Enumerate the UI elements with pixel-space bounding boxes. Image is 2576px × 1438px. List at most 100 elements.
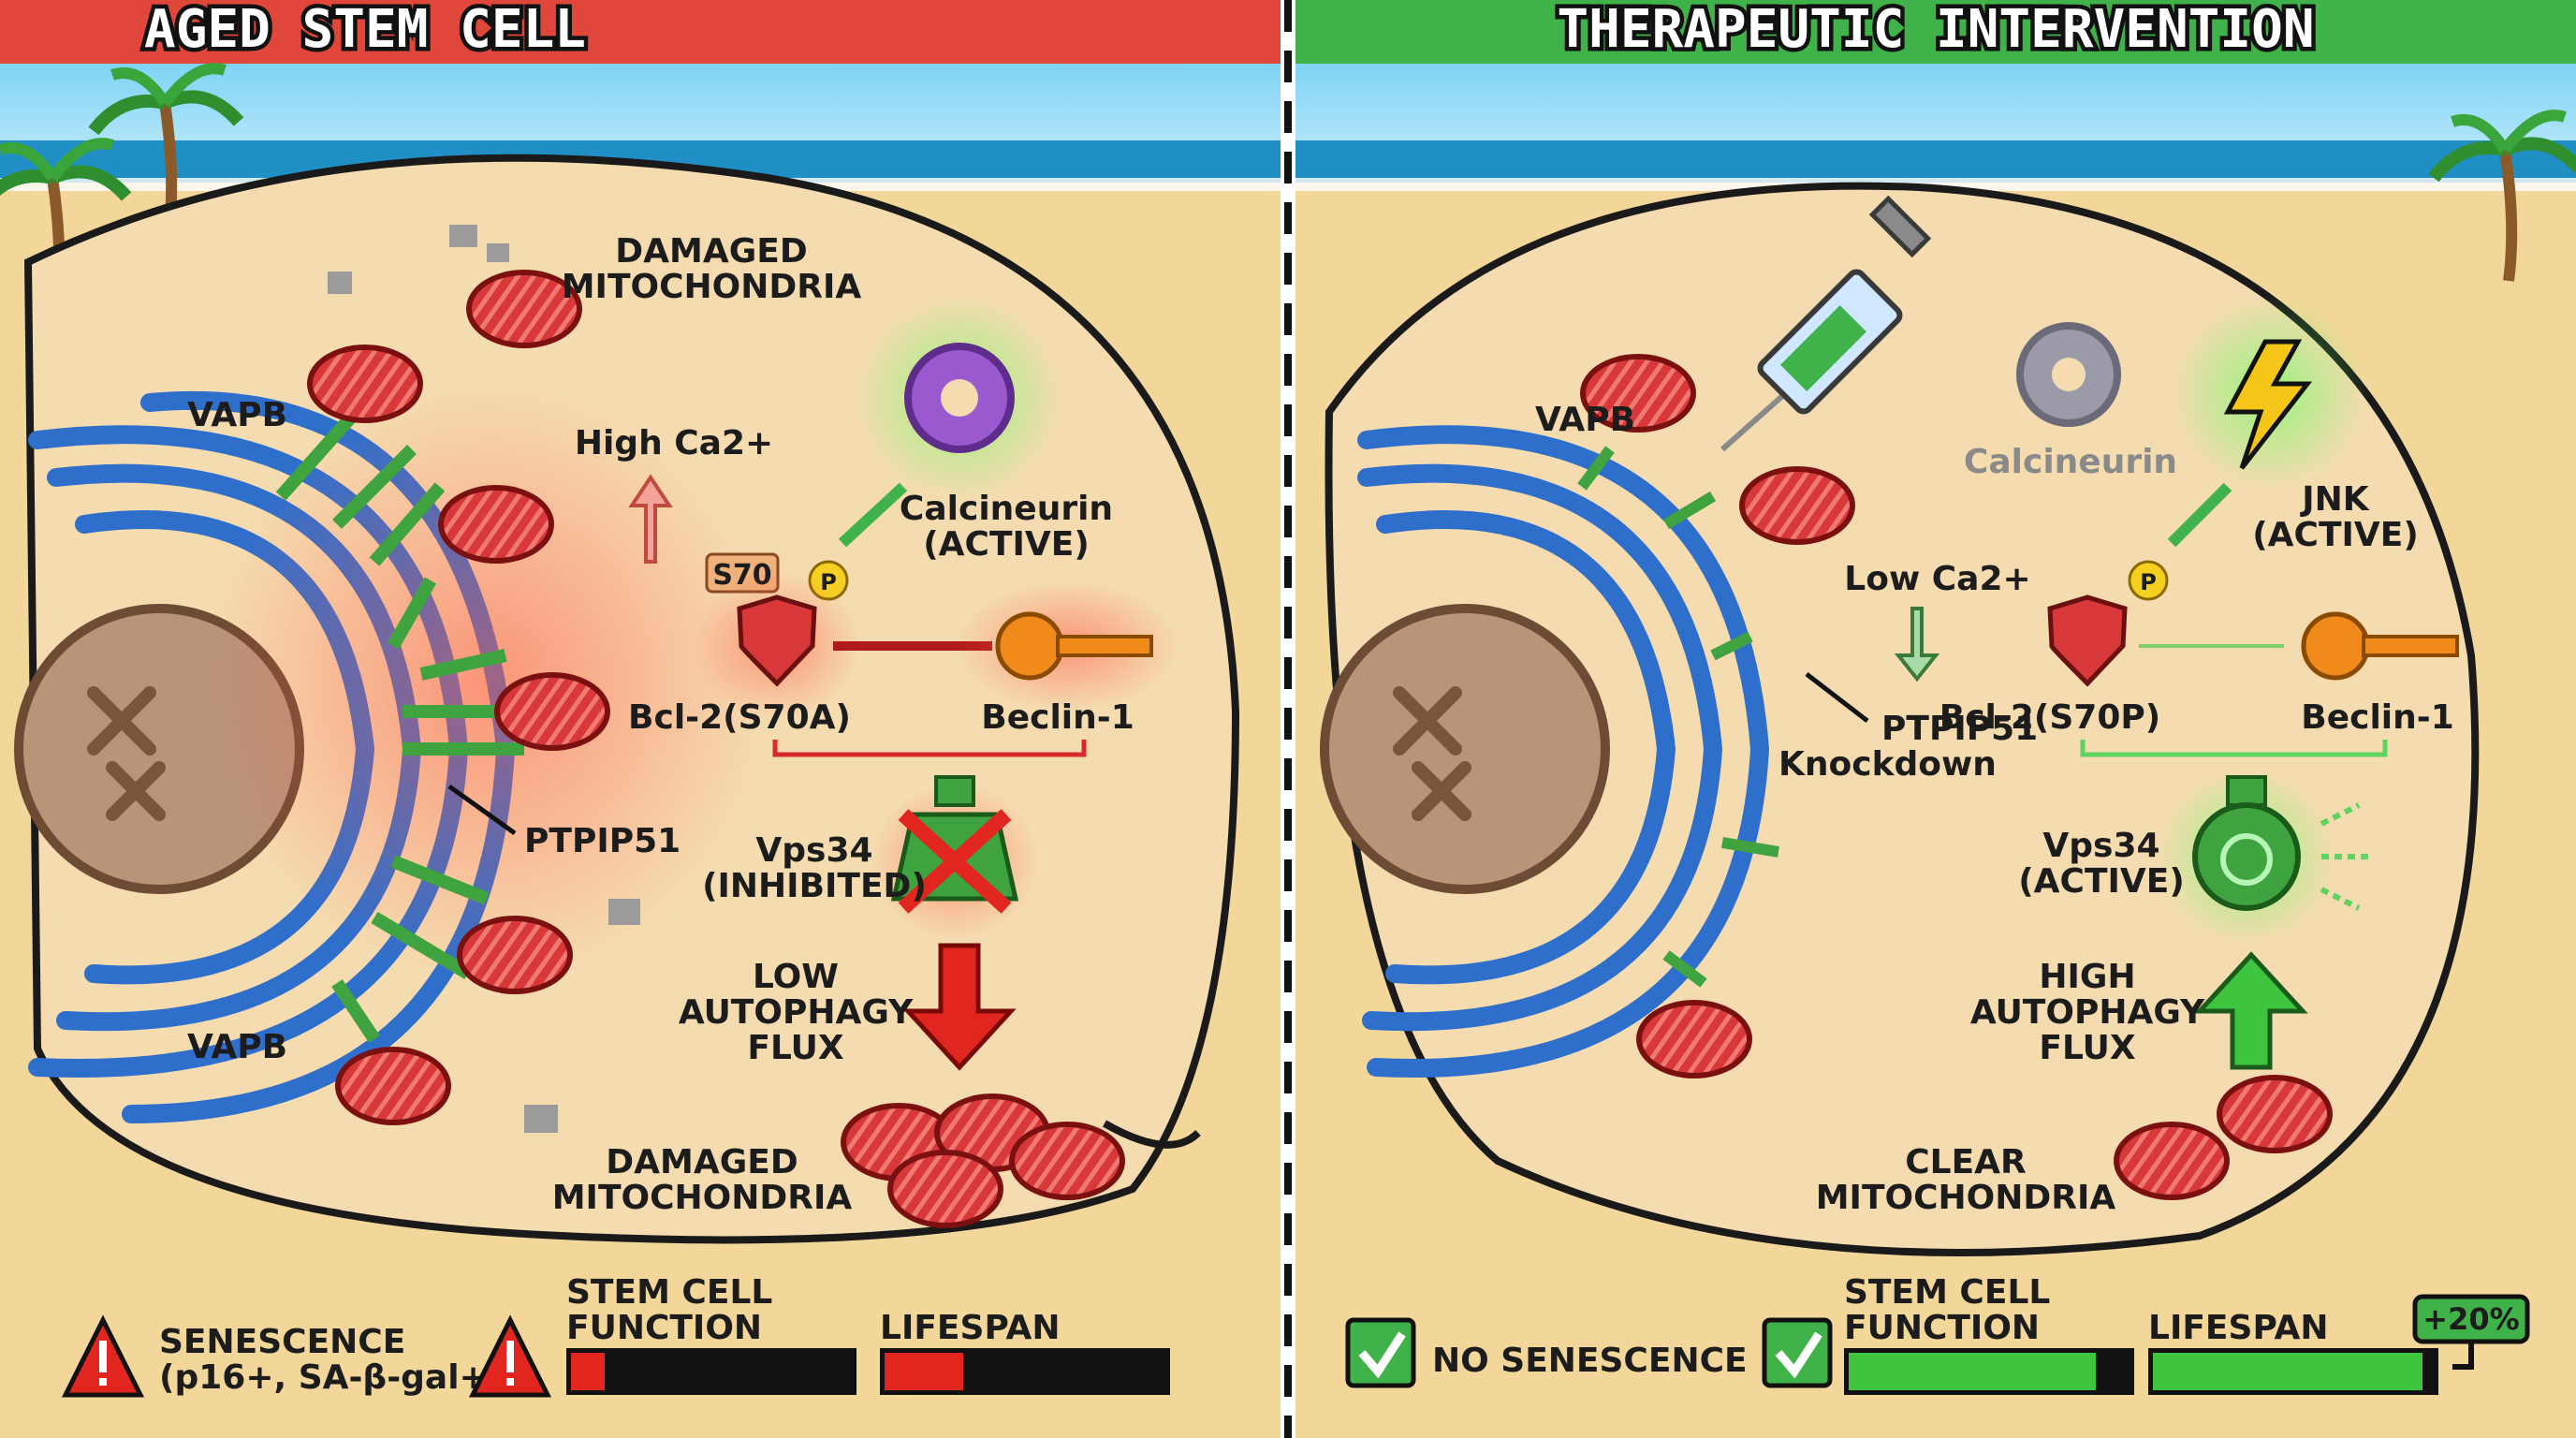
complex-bracket xyxy=(772,740,1087,757)
lifespan-badge-label: +20% xyxy=(2422,1301,2519,1337)
bcl2-shield-icon xyxy=(2047,594,2128,687)
clear-mitochondrion xyxy=(2114,1122,2230,1200)
high-flux-line1: HIGH xyxy=(2039,958,2135,996)
vapb-top-label: VAPB xyxy=(187,396,287,434)
stem-function-line2: FUNCTION xyxy=(1844,1309,2040,1347)
low-ca-label: Low Ca2+ xyxy=(1844,560,2030,598)
bcl2-label: Bcl-2(S70A) xyxy=(628,698,851,737)
treated-cell-membrane xyxy=(1325,182,2480,1256)
high-flux-line2: AUTOPHAGY xyxy=(1970,993,2205,1032)
check-icon xyxy=(1345,1317,1416,1388)
cell-notch xyxy=(1103,1120,1201,1149)
ptpip51-pointer xyxy=(447,784,517,836)
vps34-neck xyxy=(934,775,975,807)
ptpip51-label: PTPIP51 xyxy=(524,822,681,860)
healthy-mitochondrion xyxy=(1739,466,1855,545)
activity-rays xyxy=(2320,802,2368,911)
key-shaft xyxy=(1056,635,1153,657)
stem-function-bar-fill xyxy=(1849,1353,2096,1390)
bcl2-shield-icon xyxy=(737,594,817,687)
senescence-markers-label: (p16+, SA-β-gal+) xyxy=(159,1358,503,1397)
badge-connector xyxy=(2452,1342,2474,1370)
bcl2-label: Bcl-2(S70P) xyxy=(1939,698,2160,737)
mitochondrion xyxy=(335,1047,451,1125)
calcineurin-label: Calcineurin xyxy=(900,490,1113,528)
lifespan-bar-fill xyxy=(885,1353,963,1390)
low-flux-down-arrow-icon xyxy=(902,943,1017,1071)
right-title: THERAPEUTIC INTERVENTION xyxy=(1557,0,2314,60)
clear-mitochondrion xyxy=(2217,1075,2333,1153)
jnk-label: JNK xyxy=(2299,480,2370,519)
ca-leak-glow xyxy=(206,384,768,983)
mitochondrion xyxy=(457,916,573,994)
vps34-label: Vps34 xyxy=(2042,827,2159,865)
damaged-mito-top-line1: DAMAGED xyxy=(615,232,807,271)
vps34-label: Vps34 xyxy=(755,831,872,870)
left-title: AGED STEM CELL xyxy=(144,0,586,60)
nucleus xyxy=(1320,604,1610,894)
vps34-inhibited-label: (INHIBITED) xyxy=(702,867,927,905)
gear-hole xyxy=(941,379,978,417)
beclin-key-icon xyxy=(2301,611,2370,681)
left-status-bar: SENESCENCE (p16+, SA-β-gal+) STEM CELL F… xyxy=(61,1273,1170,1398)
lifespan-label: LIFESPAN xyxy=(2148,1309,2329,1347)
right-sea xyxy=(1295,140,2576,183)
endoplasmic-reticulum xyxy=(1357,425,1770,1078)
chromosomes-icon xyxy=(1393,686,1471,821)
left-title-outline: AGED STEM CELL xyxy=(144,0,586,60)
vps34-active-label: (ACTIVE) xyxy=(2018,862,2185,901)
beclin-key-icon xyxy=(995,611,1064,681)
inhibited-x-icon xyxy=(898,809,1012,914)
damaged-mito-bottom-line2: MITOCHONDRIA xyxy=(552,1179,853,1217)
key-shaft xyxy=(2362,635,2459,657)
beclin-label: Beclin-1 xyxy=(2301,698,2454,737)
ca-down-arrow-icon xyxy=(1894,607,1940,682)
jnk-active-label: (ACTIVE) xyxy=(2252,516,2419,554)
right-panel: THERAPEUTIC INTERVENTION THERAPEUTIC INT… xyxy=(1295,0,2576,1438)
clear-mito-line1: CLEAR xyxy=(1905,1143,2027,1181)
beclin-label: Beclin-1 xyxy=(981,698,1134,737)
ptpip51-knockdown-line2: Knockdown xyxy=(1778,745,1997,784)
gear-hole xyxy=(2052,358,2086,391)
right-title-outline: THERAPEUTIC INTERVENTION xyxy=(1557,0,2314,60)
calcineurin-active-label: (ACTIVE) xyxy=(923,525,1090,564)
high-ca-label: High Ca2+ xyxy=(575,424,773,462)
lifespan-bar-fill xyxy=(2153,1353,2422,1390)
residual-tethers xyxy=(1577,446,1779,988)
damaged-mito-top-line2: MITOCHONDRIA xyxy=(562,268,862,306)
vapb-label: VAPB xyxy=(1535,401,1635,439)
damaged-mito-bottom-line1: DAMAGED xyxy=(606,1143,798,1181)
ca-up-arrow-icon xyxy=(628,474,673,564)
mitochondrion xyxy=(307,345,423,423)
mitochondrion xyxy=(438,485,554,564)
no-senescence-label: NO SENESCENCE xyxy=(1432,1342,1748,1380)
vapb-ptpip51-tethers xyxy=(275,407,524,1043)
lifespan-label: LIFESPAN xyxy=(880,1309,1061,1347)
high-flux-up-arrow-icon xyxy=(2194,951,2308,1070)
ptpip51-pointer xyxy=(1805,672,1869,723)
check-icon xyxy=(1762,1317,1833,1388)
vps34-power-icon xyxy=(2192,802,2301,911)
jnk-arrow xyxy=(2167,482,2232,548)
vps34-neck xyxy=(2226,775,2267,807)
calcineurin-arrow xyxy=(838,482,908,548)
jnk-lightning-icon xyxy=(2223,339,2313,470)
power-ring xyxy=(2220,833,2273,886)
left-header-bar xyxy=(0,0,1288,64)
calcineurin-label: Calcineurin xyxy=(1964,443,2177,481)
stem-function-line2: FUNCTION xyxy=(566,1309,762,1347)
mitochondrion xyxy=(494,672,610,751)
stem-function-line1: STEM CELL xyxy=(1844,1273,2050,1312)
complex-bracket xyxy=(2080,740,2388,757)
syringe-icon xyxy=(1720,195,1932,452)
right-status-bar: NO SENESCENCE STEM CELL FUNCTION LIFESPA… xyxy=(1345,1273,2530,1395)
right-surf xyxy=(1295,178,2576,191)
healthy-mitochondrion xyxy=(1636,1000,1752,1078)
low-flux-line3: FLUX xyxy=(747,1029,843,1067)
left-panel: AGED STEM CELL AGED STEM CELL xyxy=(0,0,1288,1438)
phospho-p-icon xyxy=(2128,560,2169,601)
high-flux-line3: FLUX xyxy=(2039,1029,2135,1067)
right-header-bar xyxy=(1295,0,2576,64)
low-flux-line2: AUTOPHAGY xyxy=(679,993,914,1032)
